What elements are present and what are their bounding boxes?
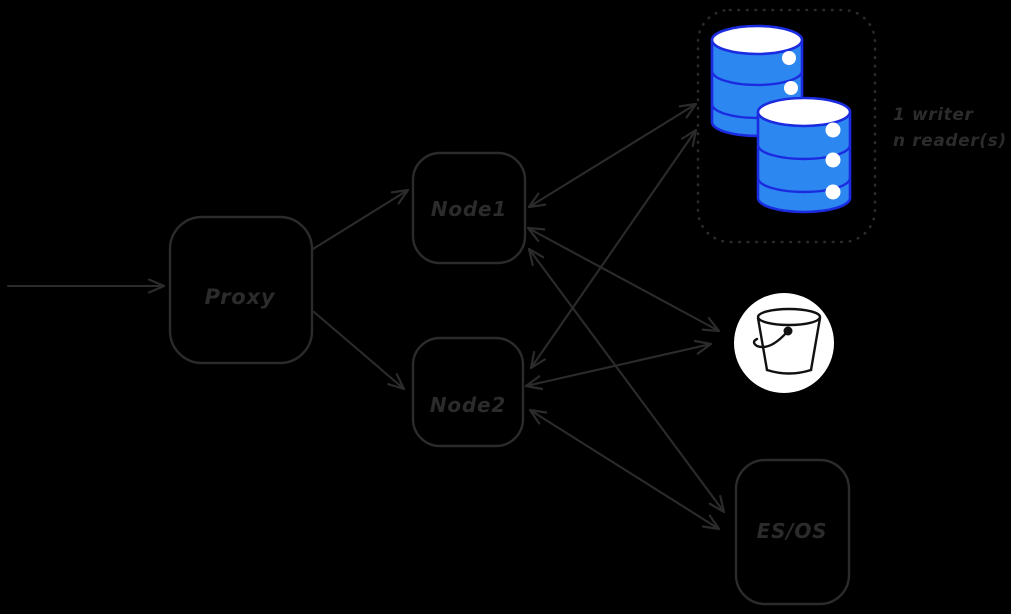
bucket-handle: [752, 330, 789, 349]
db-annotation: 1 writer n reader(s): [893, 105, 1007, 151]
edge-node2-db-cluster: [529, 128, 698, 370]
bucket-handle-knob: [783, 326, 793, 336]
edge-node2-bucket: [524, 339, 713, 391]
db-annotation-line1: 1 writer: [893, 105, 975, 125]
edge-proxy-to-node1: [311, 188, 410, 251]
edge-node1-bucket: [526, 226, 721, 333]
node2-box: [411, 336, 525, 448]
esos-node: ES/OS: [734, 458, 851, 606]
db-front-top: [756, 96, 852, 128]
db-cluster-group: [696, 8, 877, 244]
db-front-band-1: [756, 144, 852, 161]
bucket-left-side: [756, 316, 769, 372]
bucket-bottom: [765, 368, 813, 375]
db-front-dot-1: [825, 122, 841, 138]
db-front-body: [756, 112, 852, 214]
proxy-box: [168, 215, 314, 365]
proxy-node: Proxy: [168, 215, 314, 365]
db-back-band-1: [710, 70, 804, 87]
node1-node: Node1: [411, 151, 527, 265]
node2-label: Node2: [430, 393, 506, 417]
db-cluster-dashed-border: [696, 8, 877, 244]
db-back-top: [710, 24, 804, 56]
node2-node: Node2: [411, 336, 525, 448]
edge-node1-esos: [527, 247, 726, 514]
esos-box: [734, 458, 851, 606]
bucket-icon: [734, 293, 834, 393]
db-back-dot-2: [784, 81, 798, 95]
database-icon-front: [756, 96, 852, 214]
esos-label: ES/OS: [757, 519, 828, 543]
db-back-dot-1: [782, 51, 796, 65]
node1-box: [411, 151, 527, 265]
edge-node2-esos: [528, 408, 721, 531]
db-front-dot-2: [825, 152, 841, 168]
edge-node1-db-cluster: [527, 102, 698, 209]
proxy-label: Proxy: [205, 285, 276, 309]
edges: [6, 102, 726, 531]
db-front-band-2: [756, 177, 852, 194]
node1-label: Node1: [431, 197, 507, 221]
edge-proxy-to-node2: [312, 310, 406, 391]
db-annotation-line2: n reader(s): [893, 131, 1007, 151]
bucket-right-side: [809, 316, 822, 372]
db-front-dot-3: [825, 184, 841, 200]
